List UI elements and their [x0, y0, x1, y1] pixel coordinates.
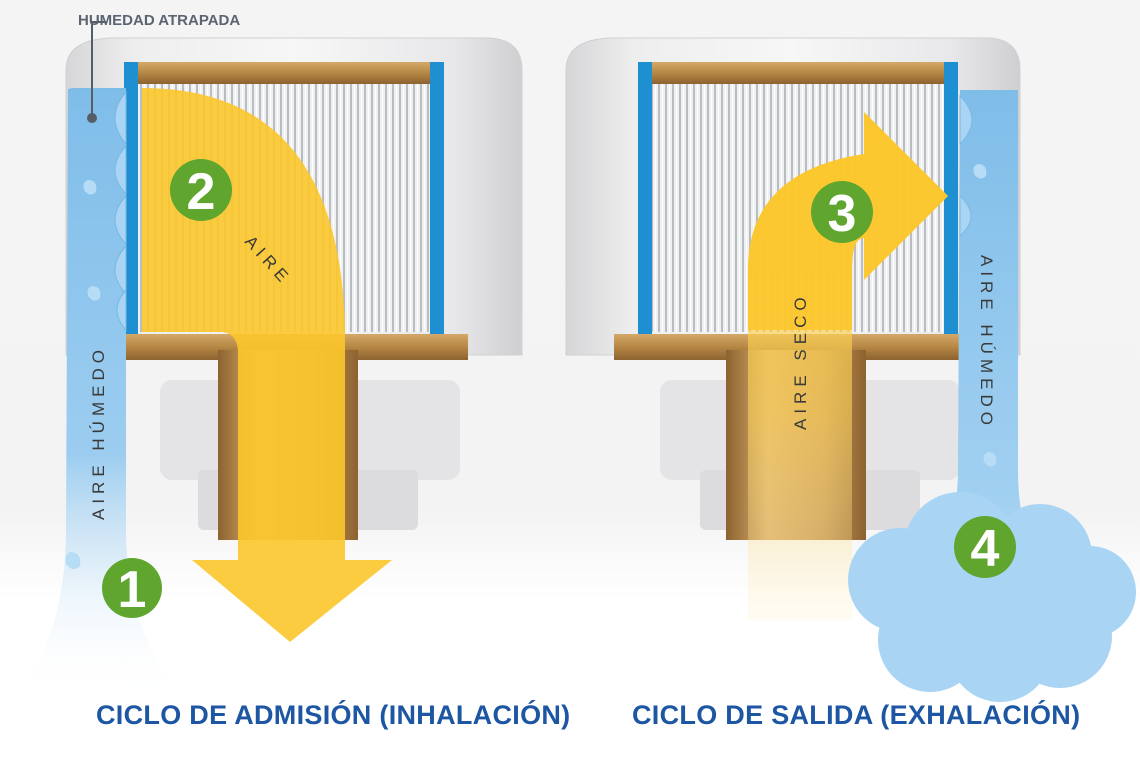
- filter-frame-right-a: [638, 62, 652, 354]
- step-badge-2: 2: [170, 159, 232, 221]
- trapped-moisture-right: [959, 94, 973, 238]
- trapped-moisture-label: HUMEDAD ATRAPADA: [78, 12, 240, 29]
- step-3-number: 3: [828, 185, 857, 243]
- filter-frame-right-b: [944, 62, 958, 354]
- intake-air-arrow: [142, 88, 392, 642]
- step-badge-3: 3: [811, 181, 873, 243]
- filter-frame-left-a: [124, 62, 138, 354]
- step-4-number: 4: [971, 520, 1000, 578]
- trapped-moisture-bubbles: [114, 90, 127, 332]
- dry-air-label: AIRE SECO: [791, 292, 810, 430]
- top-cap-right: [640, 62, 958, 84]
- step-badge-1: 1: [102, 558, 162, 619]
- intake-cycle-caption: CICLO DE ADMISIÓN (INHALACIÓN): [96, 700, 571, 730]
- humid-air-left-label: AIRE HÚMEDO: [89, 345, 108, 520]
- trapped-moisture-leader: [87, 21, 106, 123]
- filter-frame-left-b: [430, 62, 444, 354]
- humid-air-right-label: AIRE HÚMEDO: [977, 255, 996, 430]
- droplets-right: [973, 164, 997, 467]
- top-cap-left: [126, 62, 444, 84]
- droplets-left: [65, 180, 101, 570]
- step-badge-4: 4: [954, 516, 1016, 578]
- exhaust-cycle-caption: CICLO DE SALIDA (EXHALACIÓN): [632, 700, 1081, 730]
- step-1-number: 1: [118, 561, 147, 619]
- humid-air-right: [930, 90, 1040, 560]
- step-2-number: 2: [187, 163, 216, 221]
- humid-air-left: [10, 88, 190, 700]
